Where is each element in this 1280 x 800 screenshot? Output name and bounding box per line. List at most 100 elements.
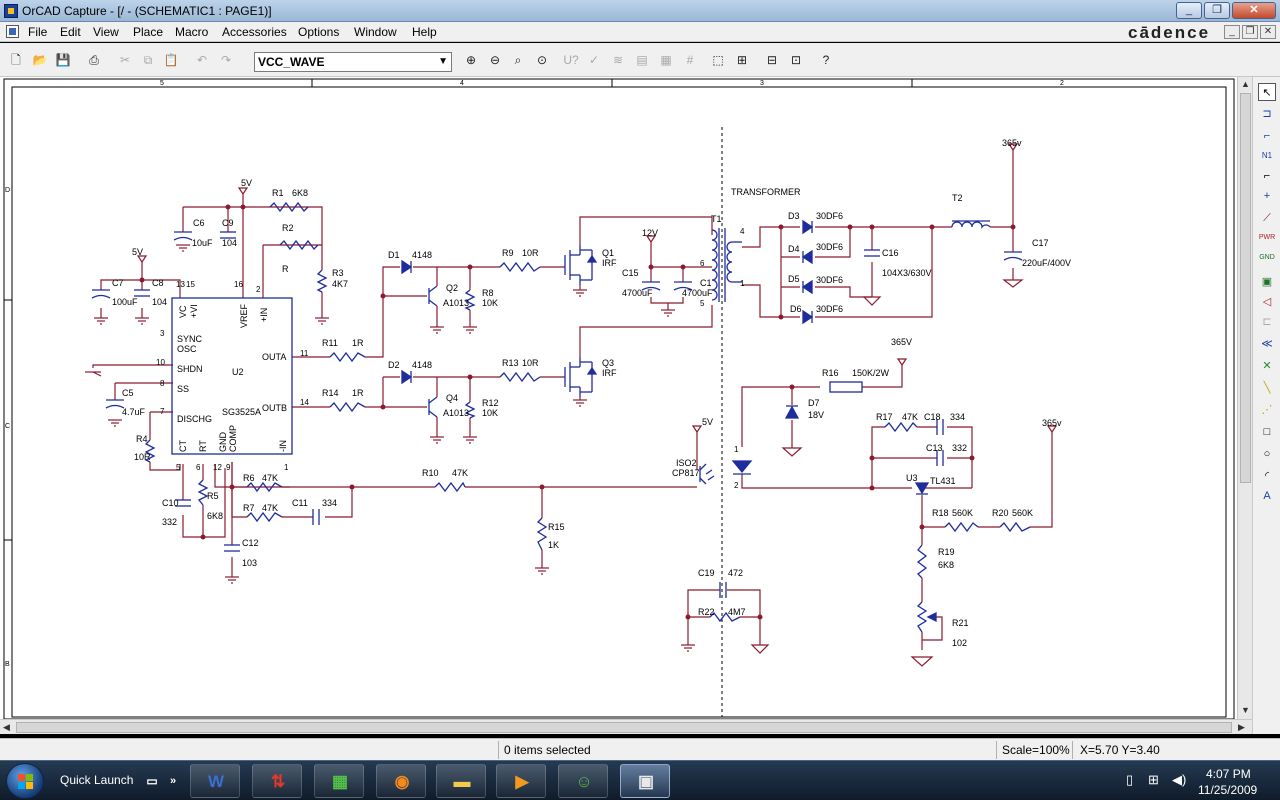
close-button[interactable]: ✕ xyxy=(1232,2,1276,19)
taskbar-explorer[interactable]: ▬ xyxy=(436,764,486,798)
quick-launch-expand-icon[interactable]: » xyxy=(169,775,177,787)
place-ground-icon[interactable]: GND xyxy=(1259,254,1275,261)
place-rectangle-icon[interactable]: □ xyxy=(1263,426,1271,438)
c15-capacitor[interactable] xyxy=(641,281,661,291)
place-off-page-icon[interactable]: ≪ xyxy=(1261,338,1273,350)
mdi-close-button[interactable]: ✕ xyxy=(1260,25,1276,39)
print-icon[interactable]: ⎙ xyxy=(89,53,99,67)
new-icon[interactable]: 🗋 xyxy=(11,53,21,67)
r7-resistor[interactable] xyxy=(246,511,283,523)
r5-resistor[interactable] xyxy=(197,479,209,506)
menu-options[interactable]: Options xyxy=(298,25,340,39)
zoom-in-icon[interactable]: ⊕ xyxy=(465,53,477,67)
r1-resistor[interactable] xyxy=(269,201,309,213)
c7-capacitor[interactable] xyxy=(91,289,111,299)
schematic-canvas[interactable]: 5 4 3 2 D C B xyxy=(0,77,1252,734)
menu-place[interactable]: Place xyxy=(133,25,164,39)
menu-macro[interactable]: Macro xyxy=(175,25,209,39)
scroll-left-icon[interactable]: ◀ xyxy=(3,722,10,732)
taskbar-app-chart[interactable]: ▦ xyxy=(314,764,364,798)
drc-icon[interactable]: ✓ xyxy=(588,53,600,67)
menu-view[interactable]: View xyxy=(93,25,119,39)
minimize-button[interactable]: _ xyxy=(1176,2,1202,19)
zoom-all-icon[interactable]: ⊙ xyxy=(536,53,548,67)
place-line-icon[interactable]: ╲ xyxy=(1263,382,1271,394)
place-power-icon[interactable]: PWR xyxy=(1258,234,1276,241)
c6-capacitor[interactable] xyxy=(173,231,193,241)
r12-resistor[interactable] xyxy=(464,401,476,419)
c12-capacitor[interactable] xyxy=(224,544,240,552)
taskbar-orcad-capture[interactable]: ▣ xyxy=(620,764,670,798)
annotate-icon[interactable]: U? xyxy=(563,53,579,67)
place-bus-entry-icon[interactable]: ⟋ xyxy=(1263,212,1271,224)
battery-icon[interactable]: ▯ xyxy=(1126,772,1134,787)
q4-transistor[interactable] xyxy=(428,396,438,418)
volume-icon[interactable]: ◀) xyxy=(1172,772,1187,787)
mdi-restore-button[interactable]: ❐ xyxy=(1242,25,1258,39)
help-icon[interactable]: ? xyxy=(822,53,830,67)
c18-capacitor[interactable] xyxy=(936,419,944,435)
drag-connected-icon[interactable]: ⊞ xyxy=(736,53,748,67)
snap-to-grid-icon[interactable]: # xyxy=(686,53,694,67)
taskbar-app-arrows[interactable]: ⇅ xyxy=(252,764,302,798)
c13-capacitor[interactable] xyxy=(936,450,944,466)
cut-icon[interactable]: ✂ xyxy=(119,53,131,67)
d1-diode[interactable] xyxy=(401,259,413,275)
taskbar-messenger[interactable]: ☺ xyxy=(558,764,608,798)
save-icon[interactable]: 💾 xyxy=(55,53,71,67)
place-pin-icon[interactable]: ⊏ xyxy=(1262,316,1272,328)
r21-potentiometer[interactable] xyxy=(916,601,928,633)
r4-resistor[interactable] xyxy=(144,439,156,463)
document-icon[interactable] xyxy=(6,25,19,38)
c8-capacitor[interactable] xyxy=(134,289,150,297)
place-port-icon[interactable]: ◁ xyxy=(1262,296,1272,308)
c9-capacitor[interactable] xyxy=(220,231,236,239)
c11-capacitor[interactable] xyxy=(312,509,320,525)
d5-diode[interactable] xyxy=(801,279,813,295)
network-icon[interactable]: ⊞ xyxy=(1148,772,1159,787)
select-tool-icon[interactable]: ↖ xyxy=(1258,83,1276,101)
r9-resistor[interactable] xyxy=(499,261,541,273)
vertical-scrollbar[interactable]: ▲ ▼ xyxy=(1237,77,1252,719)
place-hierarchical-block-icon[interactable]: ▣ xyxy=(1261,276,1273,288)
hierarchy-icon[interactable]: ⊡ xyxy=(790,53,802,67)
zoom-out-icon[interactable]: ⊖ xyxy=(489,53,501,67)
place-junction-icon[interactable]: + xyxy=(1263,190,1271,202)
place-text-icon[interactable]: A xyxy=(1263,490,1271,502)
c17-capacitor[interactable] xyxy=(1003,251,1023,261)
r3-resistor[interactable] xyxy=(316,269,328,293)
iso2-optocoupler[interactable] xyxy=(699,460,753,485)
place-polyline-icon[interactable]: ⋰ xyxy=(1261,404,1273,416)
place-net-alias-icon[interactable]: N1 xyxy=(1261,151,1273,160)
bom-icon[interactable]: ▦ xyxy=(660,53,672,67)
c16-capacitor[interactable] xyxy=(864,249,880,257)
place-wire-icon[interactable]: ⌐ xyxy=(1263,130,1271,142)
menu-window[interactable]: Window xyxy=(354,25,397,39)
undo-icon[interactable]: ↶ xyxy=(196,53,208,67)
d7-zener-diode[interactable] xyxy=(784,405,800,419)
place-arc-icon[interactable]: ◜ xyxy=(1264,470,1270,482)
r2-resistor[interactable] xyxy=(279,239,319,251)
r10-resistor[interactable] xyxy=(434,481,466,493)
zoom-area-icon[interactable]: ⌕ xyxy=(514,53,522,67)
d3-diode[interactable] xyxy=(802,219,814,235)
r17-resistor[interactable] xyxy=(884,421,918,433)
d4-diode[interactable] xyxy=(801,249,813,265)
mdi-minimize-button[interactable]: _ xyxy=(1224,25,1240,39)
r16-resistor[interactable] xyxy=(829,381,863,393)
r6-resistor[interactable] xyxy=(246,481,283,493)
redo-icon[interactable]: ↷ xyxy=(220,53,232,67)
net-select-dropdown[interactable]: VCC_WAVE ▼ xyxy=(254,52,452,72)
t1-transformer[interactable] xyxy=(711,228,742,302)
r13-resistor[interactable] xyxy=(499,371,541,383)
c5-capacitor[interactable] xyxy=(105,399,125,409)
quick-launch-label[interactable]: Quick Launch xyxy=(60,773,134,787)
show-desktop-icon[interactable]: ▭ xyxy=(146,774,158,788)
u3-tl431[interactable] xyxy=(914,482,930,495)
scroll-right-icon[interactable]: ▶ xyxy=(1238,722,1245,732)
clock-time[interactable]: 4:07 PM xyxy=(1206,767,1251,781)
menu-accessories[interactable]: Accessories xyxy=(222,25,287,39)
place-part-icon[interactable]: ⊐ xyxy=(1262,108,1272,120)
r20-resistor[interactable] xyxy=(999,521,1031,533)
open-icon[interactable]: 📂 xyxy=(32,53,48,67)
